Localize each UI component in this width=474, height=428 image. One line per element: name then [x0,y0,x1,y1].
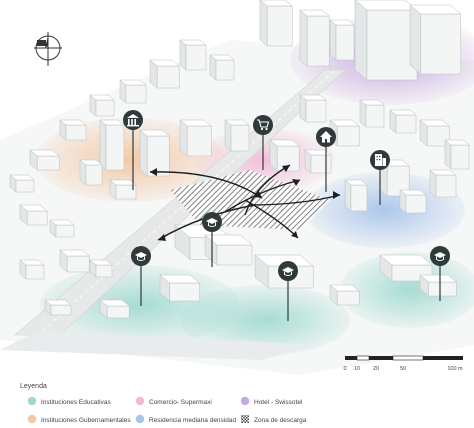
legend-item-education: Instituciones Educativas [27,396,111,406]
legend-swatch [240,396,250,406]
education-zone-center [180,285,350,355]
legend-swatch [135,414,145,424]
north-arrow-icon [34,32,62,66]
legend-item-government: Instituciones Gubernamentales [27,414,131,424]
legend-label: Instituciones Educativas [41,399,111,406]
education-pin-icon [278,261,298,321]
legend-item-hotel: Hotel - Swissotel [240,396,303,406]
legend: Leyenda Instituciones Educativas Institu… [20,383,307,424]
legend-swatch [27,414,37,424]
legend-label: Zona de descarga [254,417,307,424]
flow-arrow [149,171,263,199]
scale-label: 10 [354,366,360,372]
map-pins [123,110,450,321]
education-pin-icon [131,246,151,306]
legend-label: Residencia mediana densidad [149,417,236,424]
legend-item-loading-zone: Zona de descarga [241,415,307,424]
arrow-heads [150,165,340,241]
legend-label: Hotel - Swissotel [254,399,303,406]
legend-item-commerce: Comercio- Supermaxi [135,396,212,406]
residence-pin-icon [316,127,336,192]
legend-swatch [27,396,37,406]
scale-label: 0 [343,366,346,372]
legend-swatch [241,415,249,423]
legend-item-residence: Residencia mediana densidad [135,414,236,424]
flow-arrows [149,164,341,241]
scale-label: 20 [373,366,379,372]
legend-swatch [135,396,145,406]
legend-label: Comercio- Supermaxi [149,399,212,406]
buildings [9,0,470,319]
flow-arrow [224,179,301,213]
hotel-pin-icon [370,150,390,205]
flow-arrow [249,194,341,206]
supermarket-pin-icon [253,115,273,170]
government-pin-icon [123,110,143,190]
education-pin-icon [202,212,222,267]
flow-arrow [244,164,291,216]
education-pin-icon [430,246,450,301]
scale-label: 100 m [447,366,463,372]
scale-label: 50 [400,366,406,372]
legend-title: Leyenda [20,383,47,390]
scale-bar: 0 10 20 50 100 m [343,355,463,372]
legend-label: Instituciones Gubernamentales [41,417,131,424]
